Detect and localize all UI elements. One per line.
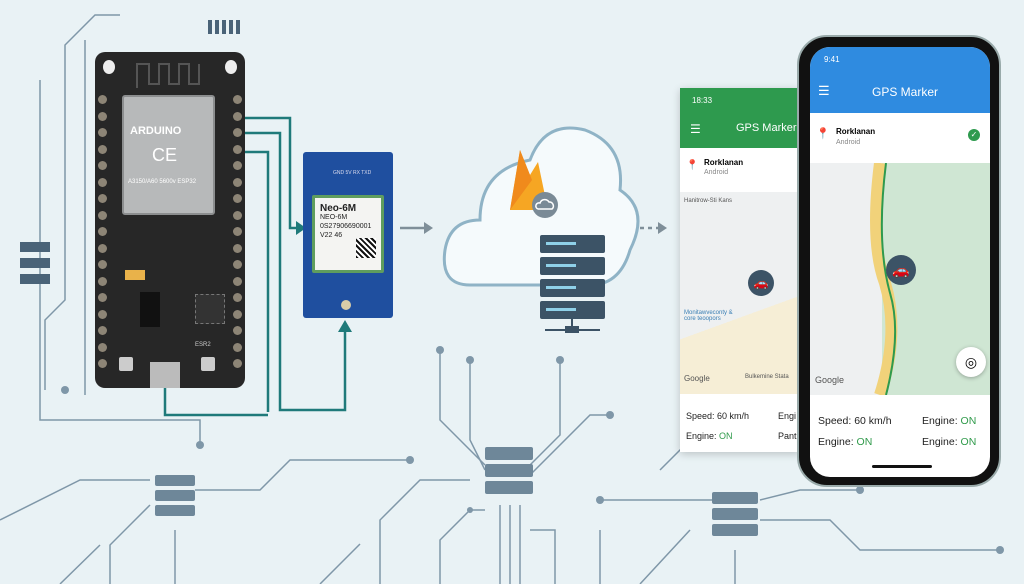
location-pin-icon: 📍 [816, 128, 830, 140]
back-phone-screen: 18:33 ☰ GPS Marker 📍 Rorklanan Android H… [680, 88, 800, 452]
car-marker-icon[interactable]: 🚗 [748, 270, 774, 296]
esp32-board: ARDUINO CE A3150/A60 5600v ESP32 ESR2 [95, 52, 245, 388]
device-row[interactable]: 📍 Rorklanan Android [686, 158, 744, 176]
location-pin-icon: 📍 [686, 160, 699, 171]
home-indicator [872, 465, 932, 468]
my-location-button[interactable]: ◎ [956, 347, 986, 377]
status-time: 9:41 [824, 55, 840, 64]
gps-chip: Neo-6M NEO-6M 0S27906690001 V22 46 [312, 195, 384, 273]
status-time: 18:33 [692, 96, 713, 105]
usb-port [150, 362, 180, 388]
antenna-connector [341, 300, 351, 310]
google-logo: Google [815, 375, 845, 385]
boot-button[interactable] [201, 357, 215, 371]
map-view[interactable]: 🚗 Google ◎ [810, 163, 990, 395]
qr-code [356, 238, 376, 258]
map-view[interactable]: Hanitrow-Sti Kans Monitawveconty & core … [680, 192, 800, 394]
menu-icon[interactable]: ☰ [818, 83, 830, 98]
front-phone-screen: 9:41 ☰ GPS Marker 📍 Rorklanan Android ✓ … [810, 47, 990, 477]
esp32-module: ARDUINO CE A3150/A60 5600v ESP32 [122, 95, 215, 215]
vehicle-status-card: Speed: 60 km/h Engine: ON Engi Pant [686, 411, 797, 441]
device-row[interactable]: 📍 Rorklanan Android ✓ [810, 113, 990, 163]
front-phone: 9:41 ☰ GPS Marker 📍 Rorklanan Android ✓ … [797, 35, 1001, 487]
ce-mark: CE [152, 145, 178, 165]
server-icon [540, 235, 605, 333]
google-logo: Google [684, 374, 710, 383]
menu-icon[interactable]: ☰ [690, 122, 701, 136]
neo6m-gps-module: GND 5V RX TXD Neo-6M NEO-6M 0S2790669000… [303, 152, 393, 318]
module-model: A3150/A60 5600v ESP32 [128, 179, 197, 185]
vehicle-status-card: Speed: 60 km/h Engine: ON Engine: ON Eng… [810, 395, 990, 477]
app-title: GPS Marker [872, 85, 939, 99]
app-title: GPS Marker [736, 122, 797, 134]
arduino-logo: ARDUINO [130, 125, 182, 137]
reset-button[interactable] [119, 357, 133, 371]
car-marker-icon[interactable]: 🚗 [886, 255, 916, 285]
check-icon: ✓ [968, 129, 980, 141]
